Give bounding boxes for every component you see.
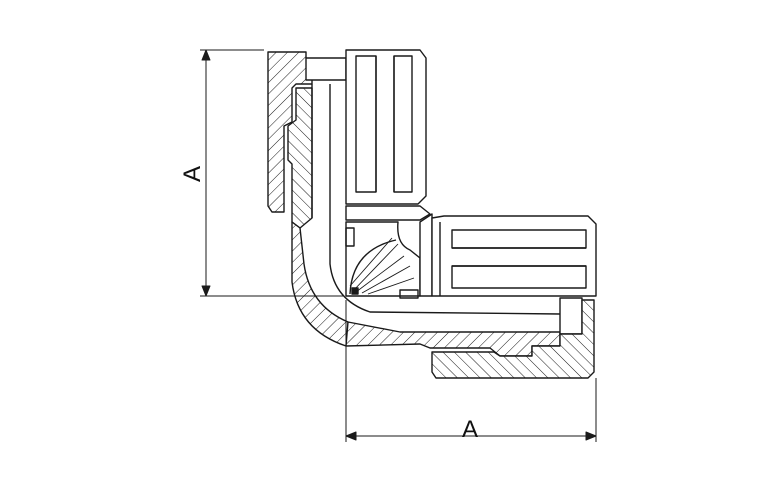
corner-body — [345, 221, 421, 297]
elbow-bore — [311, 84, 561, 315]
elbow-wall-inner — [345, 321, 561, 357]
dimension-label-horizontal: A — [462, 416, 478, 443]
corner-rays — [349, 237, 415, 295]
right-collet — [559, 297, 583, 335]
elbow-wall-outer — [291, 221, 349, 347]
dimension-label-vertical: A — [179, 166, 206, 182]
dimension-vertical — [200, 49, 344, 297]
upper-nut-exterior — [345, 49, 427, 205]
right-nut-section — [431, 299, 595, 379]
right-nut-exterior — [431, 215, 597, 297]
corner-tab — [345, 227, 355, 247]
corner-tab — [399, 289, 419, 299]
corner-dot — [351, 287, 359, 295]
upper-collet — [305, 57, 347, 81]
upper-ring — [345, 205, 431, 221]
dimension-horizontal — [345, 300, 597, 442]
right-ring — [419, 213, 433, 297]
